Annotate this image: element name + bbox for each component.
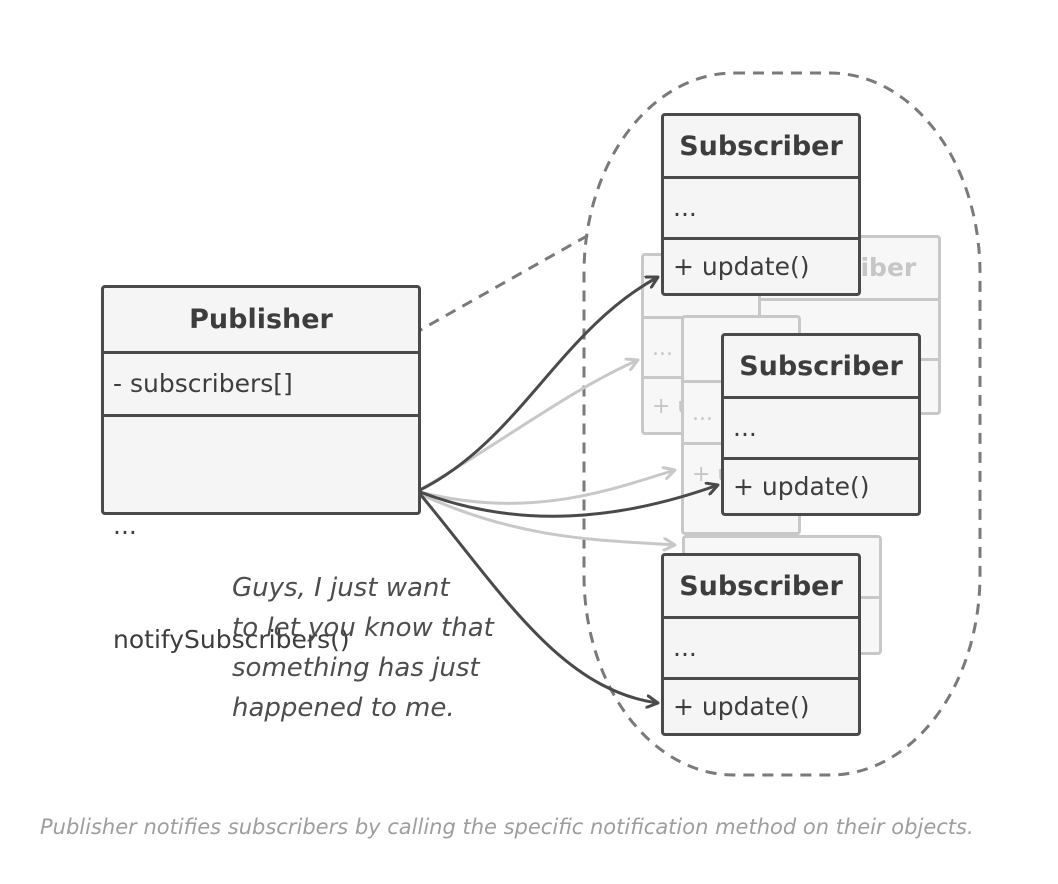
- subscriber-fields: ...: [664, 616, 858, 677]
- subscriber-class-box-middle: Subscriber ... + update(): [721, 333, 921, 516]
- subscriber-fields: ...: [724, 396, 918, 457]
- arrow-to-subscriber-top: [419, 277, 658, 492]
- subscriber-update-method: + update(): [664, 677, 858, 733]
- figure-caption: Publisher notifies subscribers by callin…: [40, 815, 974, 839]
- subscribers-list-association: [329, 230, 595, 383]
- publisher-subscribers-field: - subscribers[]: [104, 351, 418, 414]
- ghost-fields: [743, 298, 938, 358]
- arrow-to-subscriber-middle: [419, 485, 718, 518]
- subscriber-title: Subscriber: [739, 351, 903, 382]
- publisher-ellipsis: ...: [113, 511, 137, 540]
- publisher-class-box: Publisher - subscribers[] ... notifySubs…: [101, 285, 421, 654]
- publisher-speech-note: Guys, I just want to let you know that s…: [232, 573, 494, 723]
- subscriber-update-method: + update(): [664, 237, 858, 293]
- subscriber-title: Subscriber: [679, 571, 843, 602]
- subscriber-fields: ...: [664, 176, 858, 237]
- subscriber-title: Subscriber: [679, 131, 843, 162]
- arrow-to-subscriber-bottom: [418, 493, 658, 703]
- subscriber-class-box-top: Subscriber ... + update(): [661, 113, 861, 296]
- publisher-title: Publisher: [189, 304, 333, 335]
- subscriber-class-box-bottom: Subscriber ... + update(): [661, 553, 861, 736]
- publisher-notify-method: notifySubscribers(): [113, 625, 350, 654]
- ghost-arrow-middle: [419, 470, 675, 505]
- subscribers-group-boundary: [582, 71, 982, 777]
- subscriber-update-method: + update(): [724, 457, 918, 513]
- ghost-arrow-lower: [419, 492, 675, 545]
- publisher-methods: ... notifySubscribers(): [104, 414, 418, 654]
